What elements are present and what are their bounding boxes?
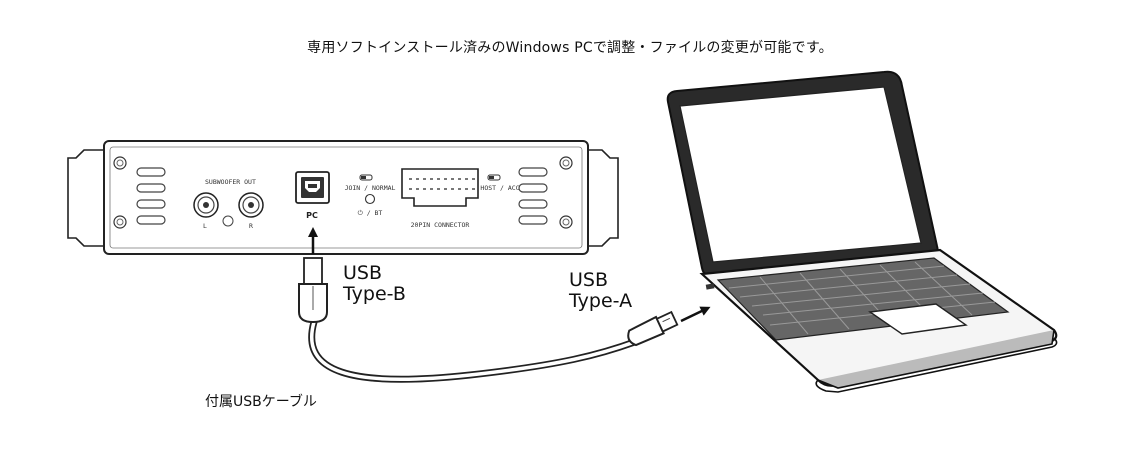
rca-jack-right	[238, 192, 264, 218]
dsp-amplifier-device: SUBWOOFER OUT L R PC JOIN / NORMAL ⏻ / B…	[67, 140, 619, 255]
connector-label: 20PIN CONNECTOR	[411, 221, 470, 229]
laptop-touchpad	[868, 303, 968, 335]
usb-type-a-label-line1: USB	[569, 269, 609, 291]
diagram-caption: 専用ソフトインストール済みのWindows PCで調整・ファイルの変更が可能です…	[307, 40, 833, 56]
vent-slots-right	[518, 167, 548, 225]
power-bt-button	[364, 193, 376, 205]
usb-b-port-icon	[295, 171, 330, 204]
usb-type-b-label-line2: Type-B	[343, 283, 406, 306]
vent-slots-left	[136, 167, 166, 225]
pc-port-label: PC	[306, 211, 318, 220]
usb-type-a-label: USB Type-A	[569, 269, 633, 313]
insert-arrow-usb-a	[680, 306, 711, 323]
usb-cable	[308, 318, 644, 383]
20pin-connector-icon	[401, 168, 479, 207]
channel-r-label: R	[249, 222, 253, 230]
power-bt-label: ⏻ / BT	[358, 209, 383, 217]
screw-icon	[113, 156, 573, 229]
laptop-screen	[679, 86, 922, 263]
rca-jack-left	[193, 192, 219, 218]
channel-l-label: L	[203, 222, 207, 230]
laptop-pc	[666, 70, 1058, 393]
usb-type-a-label-line2: Type-A	[569, 290, 633, 313]
usb-type-a-plug-icon	[627, 310, 679, 347]
usb-type-b-label-line1: USB	[343, 262, 383, 284]
subwoofer-out-label: SUBWOOFER OUT	[205, 178, 256, 186]
ground-screw-icon	[222, 215, 234, 227]
host-acc-label: HOST / ACC	[480, 184, 519, 192]
usb-type-b-plug-icon	[298, 257, 328, 324]
included-cable-label: 付属USBケーブル	[205, 394, 317, 410]
usb-type-b-label: USB Type-B	[343, 262, 406, 306]
join-normal-label: JOIN / NORMAL	[345, 184, 396, 192]
